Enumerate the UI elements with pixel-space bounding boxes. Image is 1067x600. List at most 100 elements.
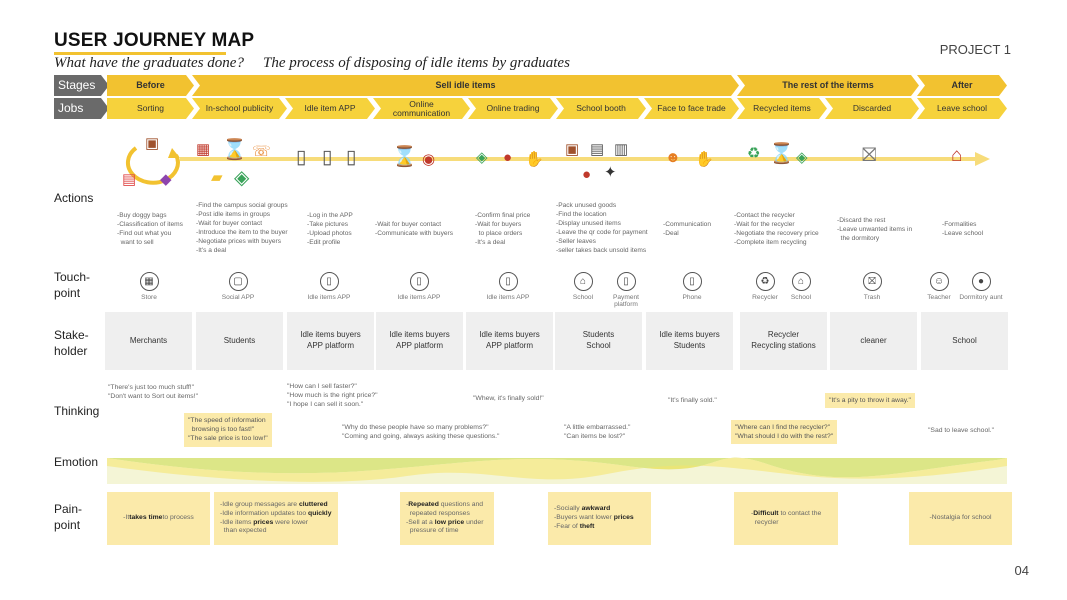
- touchpoint-trash: ⛝Trash: [827, 271, 917, 301]
- timeline-arrow: [180, 152, 990, 166]
- stakeholder-cleaner: cleaner: [830, 312, 917, 370]
- teacher-icon: ☺: [929, 272, 949, 291]
- phone-app-icon-1: ▯: [296, 147, 307, 168]
- touchpoint-dormitory-aunt: ●Dormitory aunt: [936, 271, 1026, 301]
- folder-icon: ▰: [211, 169, 223, 186]
- painpoint-sorting: -It takes time to process: [107, 492, 210, 545]
- action-sorting: -Buy doggy bags -Classification of items…: [117, 212, 183, 247]
- page-number: 04: [1014, 563, 1029, 578]
- stakeholder-school: School: [921, 312, 1008, 370]
- painpoint-school-booth: -Socially awkward -Buyers want lower pri…: [548, 492, 651, 545]
- store-icon: ▦: [139, 272, 159, 291]
- thought-sorting: "There's just too much stuff!" "Don't wa…: [108, 384, 198, 401]
- price-tag-icon-2: ◈: [476, 149, 488, 166]
- touchpoint-row-label: Touch- point: [54, 270, 91, 300]
- painpoint-online: -Repeated questions and repeated respons…: [400, 492, 494, 545]
- job-school-booth: School booth: [556, 98, 646, 119]
- chat-icon: ◉: [422, 151, 436, 168]
- job-in-school-publicity: In-school publicity: [192, 98, 287, 119]
- thought-publicity: "The speed of information browsing is to…: [184, 413, 272, 447]
- stakeholder-row-label: Stake- holder: [54, 328, 89, 358]
- school-building-icon: ⌂: [951, 145, 963, 166]
- stage-sell-idle-items: Sell idle items: [192, 75, 739, 96]
- hourglass-icon-2: ⌛: [392, 146, 417, 168]
- trash-icon: ⛝: [862, 272, 882, 291]
- phone-icon: ▯: [682, 272, 702, 291]
- touchpoint-idle-app-3: ▯Idle items APP: [463, 271, 553, 301]
- job-discarded: Discarded: [825, 98, 919, 119]
- trash-icon: ⛝: [862, 145, 877, 166]
- painpoint-leave-school: -Nostalgia for school: [909, 492, 1012, 545]
- calendar-icon: ▦: [196, 141, 211, 158]
- price-tag-icon: ◈: [234, 167, 250, 189]
- stage-the-rest: The rest of the iterms: [737, 75, 919, 96]
- action-school-booth: -Pack unused goods -Find the location -D…: [556, 202, 648, 255]
- action-recycled: -Contact the recycler -Wait for the recy…: [734, 212, 819, 247]
- phone-icon: ▯: [498, 272, 518, 291]
- thought-online-trading: "Whew, it's finally sold!": [473, 395, 544, 402]
- action-face-to-face: -Communication -Deal: [663, 221, 712, 238]
- job-idle-item-app: Idle item APP: [285, 98, 375, 119]
- store-icon: ▤: [122, 171, 137, 188]
- stakeholder-students: Students: [196, 312, 283, 370]
- subtitle-question: What have the graduates done?: [54, 55, 244, 71]
- action-publicity: -Find the campus social groups -Post idl…: [196, 202, 288, 255]
- action-leave-school: -Formalities -Leave school: [942, 221, 984, 238]
- touchpoint-school-2: ⌂School: [756, 271, 846, 301]
- emotion-row-label: Emotion: [54, 455, 99, 469]
- stage-after: After: [917, 75, 1007, 96]
- job-recycled-items: Recycled items: [737, 98, 827, 119]
- touchpoint-teacher: ☺Teacher: [894, 271, 984, 301]
- person-icon: ●: [971, 272, 991, 291]
- action-idle-app: -Log in the APP -Take pictures -Upload p…: [307, 212, 353, 247]
- phone-app-icon-2: ▯: [322, 147, 333, 168]
- touchpoint-school: ⌂School: [538, 271, 628, 301]
- actions-row-label: Actions: [54, 191, 94, 205]
- location-pin-icon: ●: [503, 149, 513, 166]
- price-tag-icon-3: ◈: [796, 149, 808, 166]
- jobs-bar: Sorting In-school publicity Idle item AP…: [107, 98, 1007, 119]
- stages-bar: Before Sell idle items The rest of the i…: [107, 75, 1007, 96]
- handshake-icon: ✋: [525, 151, 544, 168]
- emotion-curve: [107, 457, 1007, 484]
- thought-idle-app: "How can I sell faster?" "How much is th…: [287, 383, 378, 409]
- package-icon: ▣: [145, 135, 160, 152]
- stakeholder-merchants: Merchants: [105, 312, 192, 370]
- touchpoint-phone: ▯Phone: [647, 271, 737, 301]
- jobs-row-label: Jobs: [54, 98, 109, 119]
- page-title: USER JOURNEY MAP: [54, 30, 255, 51]
- painpoint-row-label: Pain- point: [54, 502, 83, 532]
- action-discarded: -Discard the rest -Leave unwanted items …: [837, 217, 913, 243]
- painpoint-recycled: -Difficult to contact the recycler: [734, 492, 838, 545]
- phone-hand-icon: ☏: [252, 143, 271, 160]
- job-leave-school: Leave school: [917, 98, 1007, 119]
- job-sorting: Sorting: [107, 98, 194, 119]
- sorting-cycle-diagram: [125, 146, 180, 185]
- thought-face-to-face: "It's finally sold.": [668, 397, 717, 404]
- action-online-trading: -Confirm final price -Wait for buyers to…: [475, 212, 531, 247]
- thought-online-communication: "Why do these people have so many proble…: [342, 424, 500, 441]
- stakeholder-buyers-students: Idle items buyers Students: [646, 312, 733, 370]
- stakeholder-idle-app-2: Idle items buyers APP platform: [376, 312, 463, 370]
- touchpoint-payment: ▯Payment platform: [581, 271, 671, 309]
- hourglass-icon-3: ⌛: [769, 143, 794, 165]
- phone-icon: ▯: [409, 272, 429, 291]
- stage-before: Before: [107, 75, 194, 96]
- painpoint-publicity: -Idle group messages are cluttered -Idle…: [214, 492, 338, 545]
- stakeholder-idle-app-3: Idle items buyers APP platform: [466, 312, 553, 370]
- touchpoint-social-app: ▢Social APP: [193, 271, 283, 301]
- stakeholder-students-school: Students School: [555, 312, 642, 370]
- school-icon: ⌂: [573, 272, 593, 291]
- location-pin-icon-2: ●: [582, 166, 592, 183]
- stakeholder-idle-app-1: Idle items buyers APP platform: [287, 312, 374, 370]
- subtitle-process: The process of disposing of idle items b…: [263, 55, 570, 71]
- stages-row-label: Stages: [54, 75, 109, 96]
- job-face-to-face: Face to face trade: [644, 98, 739, 119]
- recycler-icon: ♻: [755, 272, 775, 291]
- thought-discarded: "It's a pity to throw it away.": [825, 393, 915, 409]
- job-online-communication: Online communication: [373, 98, 470, 119]
- hourglass-icon: ⌛: [222, 139, 247, 161]
- title-underline: [54, 52, 226, 55]
- thought-school-booth: "A little embarrassed." "Can items be lo…: [564, 424, 631, 441]
- touchpoint-idle-app-1: ▯Idle items APP: [284, 271, 374, 301]
